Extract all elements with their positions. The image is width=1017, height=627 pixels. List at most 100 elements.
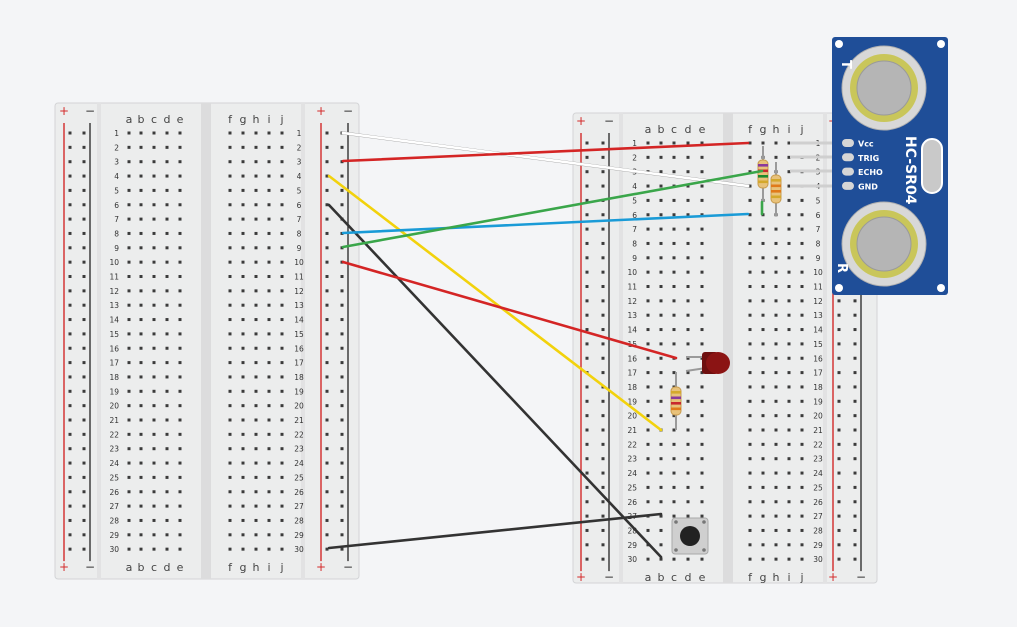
- hole[interactable]: [241, 432, 245, 436]
- hole[interactable]: [700, 371, 704, 375]
- hole[interactable]: [241, 303, 245, 307]
- rail-hole[interactable]: [68, 475, 72, 479]
- red-wire-1[interactable]: [341, 141, 750, 163]
- hole[interactable]: [761, 342, 765, 346]
- hole[interactable]: [646, 442, 650, 446]
- hole[interactable]: [672, 299, 676, 303]
- hole[interactable]: [178, 346, 182, 350]
- hole[interactable]: [800, 356, 804, 360]
- rail-hole[interactable]: [68, 303, 72, 307]
- rail-hole[interactable]: [837, 528, 841, 532]
- hole[interactable]: [787, 356, 791, 360]
- hole[interactable]: [646, 428, 650, 432]
- hole[interactable]: [646, 213, 650, 217]
- hole[interactable]: [761, 414, 765, 418]
- hole[interactable]: [787, 155, 791, 159]
- hole[interactable]: [139, 475, 143, 479]
- hole[interactable]: [700, 227, 704, 231]
- hole[interactable]: [686, 313, 690, 317]
- hole[interactable]: [672, 198, 676, 202]
- hole[interactable]: [241, 447, 245, 451]
- hole[interactable]: [165, 188, 169, 192]
- hole[interactable]: [646, 328, 650, 332]
- hole[interactable]: [139, 217, 143, 221]
- hole[interactable]: [672, 471, 676, 475]
- rail-hole[interactable]: [585, 313, 589, 317]
- hole[interactable]: [800, 528, 804, 532]
- rail-hole[interactable]: [82, 504, 86, 508]
- rail-hole[interactable]: [340, 461, 344, 465]
- hole[interactable]: [165, 275, 169, 278]
- hole[interactable]: [686, 399, 690, 403]
- hole[interactable]: [152, 160, 156, 164]
- rail-hole[interactable]: [837, 414, 841, 418]
- rail-hole[interactable]: [585, 457, 589, 461]
- hole[interactable]: [127, 418, 131, 422]
- hole[interactable]: [127, 518, 131, 522]
- hole[interactable]: [254, 318, 258, 322]
- hole[interactable]: [700, 170, 704, 174]
- hole[interactable]: [800, 557, 804, 561]
- hole[interactable]: [700, 342, 704, 346]
- rail-hole[interactable]: [68, 246, 72, 250]
- hole[interactable]: [280, 490, 284, 494]
- hole[interactable]: [646, 155, 650, 159]
- hole[interactable]: [686, 170, 690, 174]
- rail-hole[interactable]: [68, 418, 72, 422]
- hole[interactable]: [800, 485, 804, 489]
- rail-hole[interactable]: [82, 131, 86, 135]
- hole[interactable]: [280, 188, 284, 192]
- hole[interactable]: [774, 457, 778, 461]
- rail-hole[interactable]: [68, 145, 72, 149]
- hole[interactable]: [686, 328, 690, 332]
- rail-hole[interactable]: [82, 346, 86, 350]
- hole[interactable]: [774, 241, 778, 245]
- hole[interactable]: [748, 485, 752, 489]
- hole[interactable]: [152, 188, 156, 192]
- hole[interactable]: [165, 346, 169, 350]
- hole[interactable]: [127, 289, 131, 293]
- rail-hole[interactable]: [325, 174, 329, 178]
- hole[interactable]: [659, 141, 663, 145]
- hole[interactable]: [748, 342, 752, 346]
- hole[interactable]: [280, 260, 284, 264]
- hole[interactable]: [228, 332, 232, 336]
- hole[interactable]: [774, 485, 778, 489]
- rail-hole[interactable]: [340, 504, 344, 508]
- hole[interactable]: [165, 361, 169, 365]
- hole[interactable]: [254, 461, 258, 465]
- hole[interactable]: [152, 332, 156, 336]
- hole[interactable]: [241, 246, 245, 250]
- rail-hole[interactable]: [68, 188, 72, 192]
- hole[interactable]: [787, 371, 791, 375]
- hole[interactable]: [165, 131, 169, 135]
- rail-hole[interactable]: [340, 447, 344, 451]
- hole[interactable]: [787, 500, 791, 504]
- hole[interactable]: [178, 332, 182, 336]
- hole[interactable]: [672, 371, 676, 375]
- hole[interactable]: [686, 471, 690, 475]
- hole[interactable]: [139, 145, 143, 149]
- rail-hole[interactable]: [68, 375, 72, 379]
- hole[interactable]: [774, 385, 778, 389]
- push-button[interactable]: [671, 517, 709, 555]
- hole[interactable]: [241, 389, 245, 393]
- hole[interactable]: [774, 399, 778, 403]
- hole[interactable]: [254, 217, 258, 221]
- hole[interactable]: [280, 332, 284, 336]
- hole[interactable]: [165, 518, 169, 522]
- hole[interactable]: [241, 404, 245, 408]
- hole[interactable]: [774, 557, 778, 561]
- hole[interactable]: [139, 188, 143, 192]
- hole[interactable]: [152, 404, 156, 408]
- rail-hole[interactable]: [585, 342, 589, 346]
- rail-hole[interactable]: [325, 533, 329, 537]
- hole[interactable]: [228, 318, 232, 322]
- rail-hole[interactable]: [68, 131, 72, 135]
- rail-hole[interactable]: [585, 241, 589, 245]
- hole[interactable]: [659, 299, 663, 303]
- hole[interactable]: [228, 504, 232, 508]
- hole[interactable]: [672, 313, 676, 317]
- hole[interactable]: [139, 332, 143, 336]
- hole[interactable]: [165, 160, 169, 164]
